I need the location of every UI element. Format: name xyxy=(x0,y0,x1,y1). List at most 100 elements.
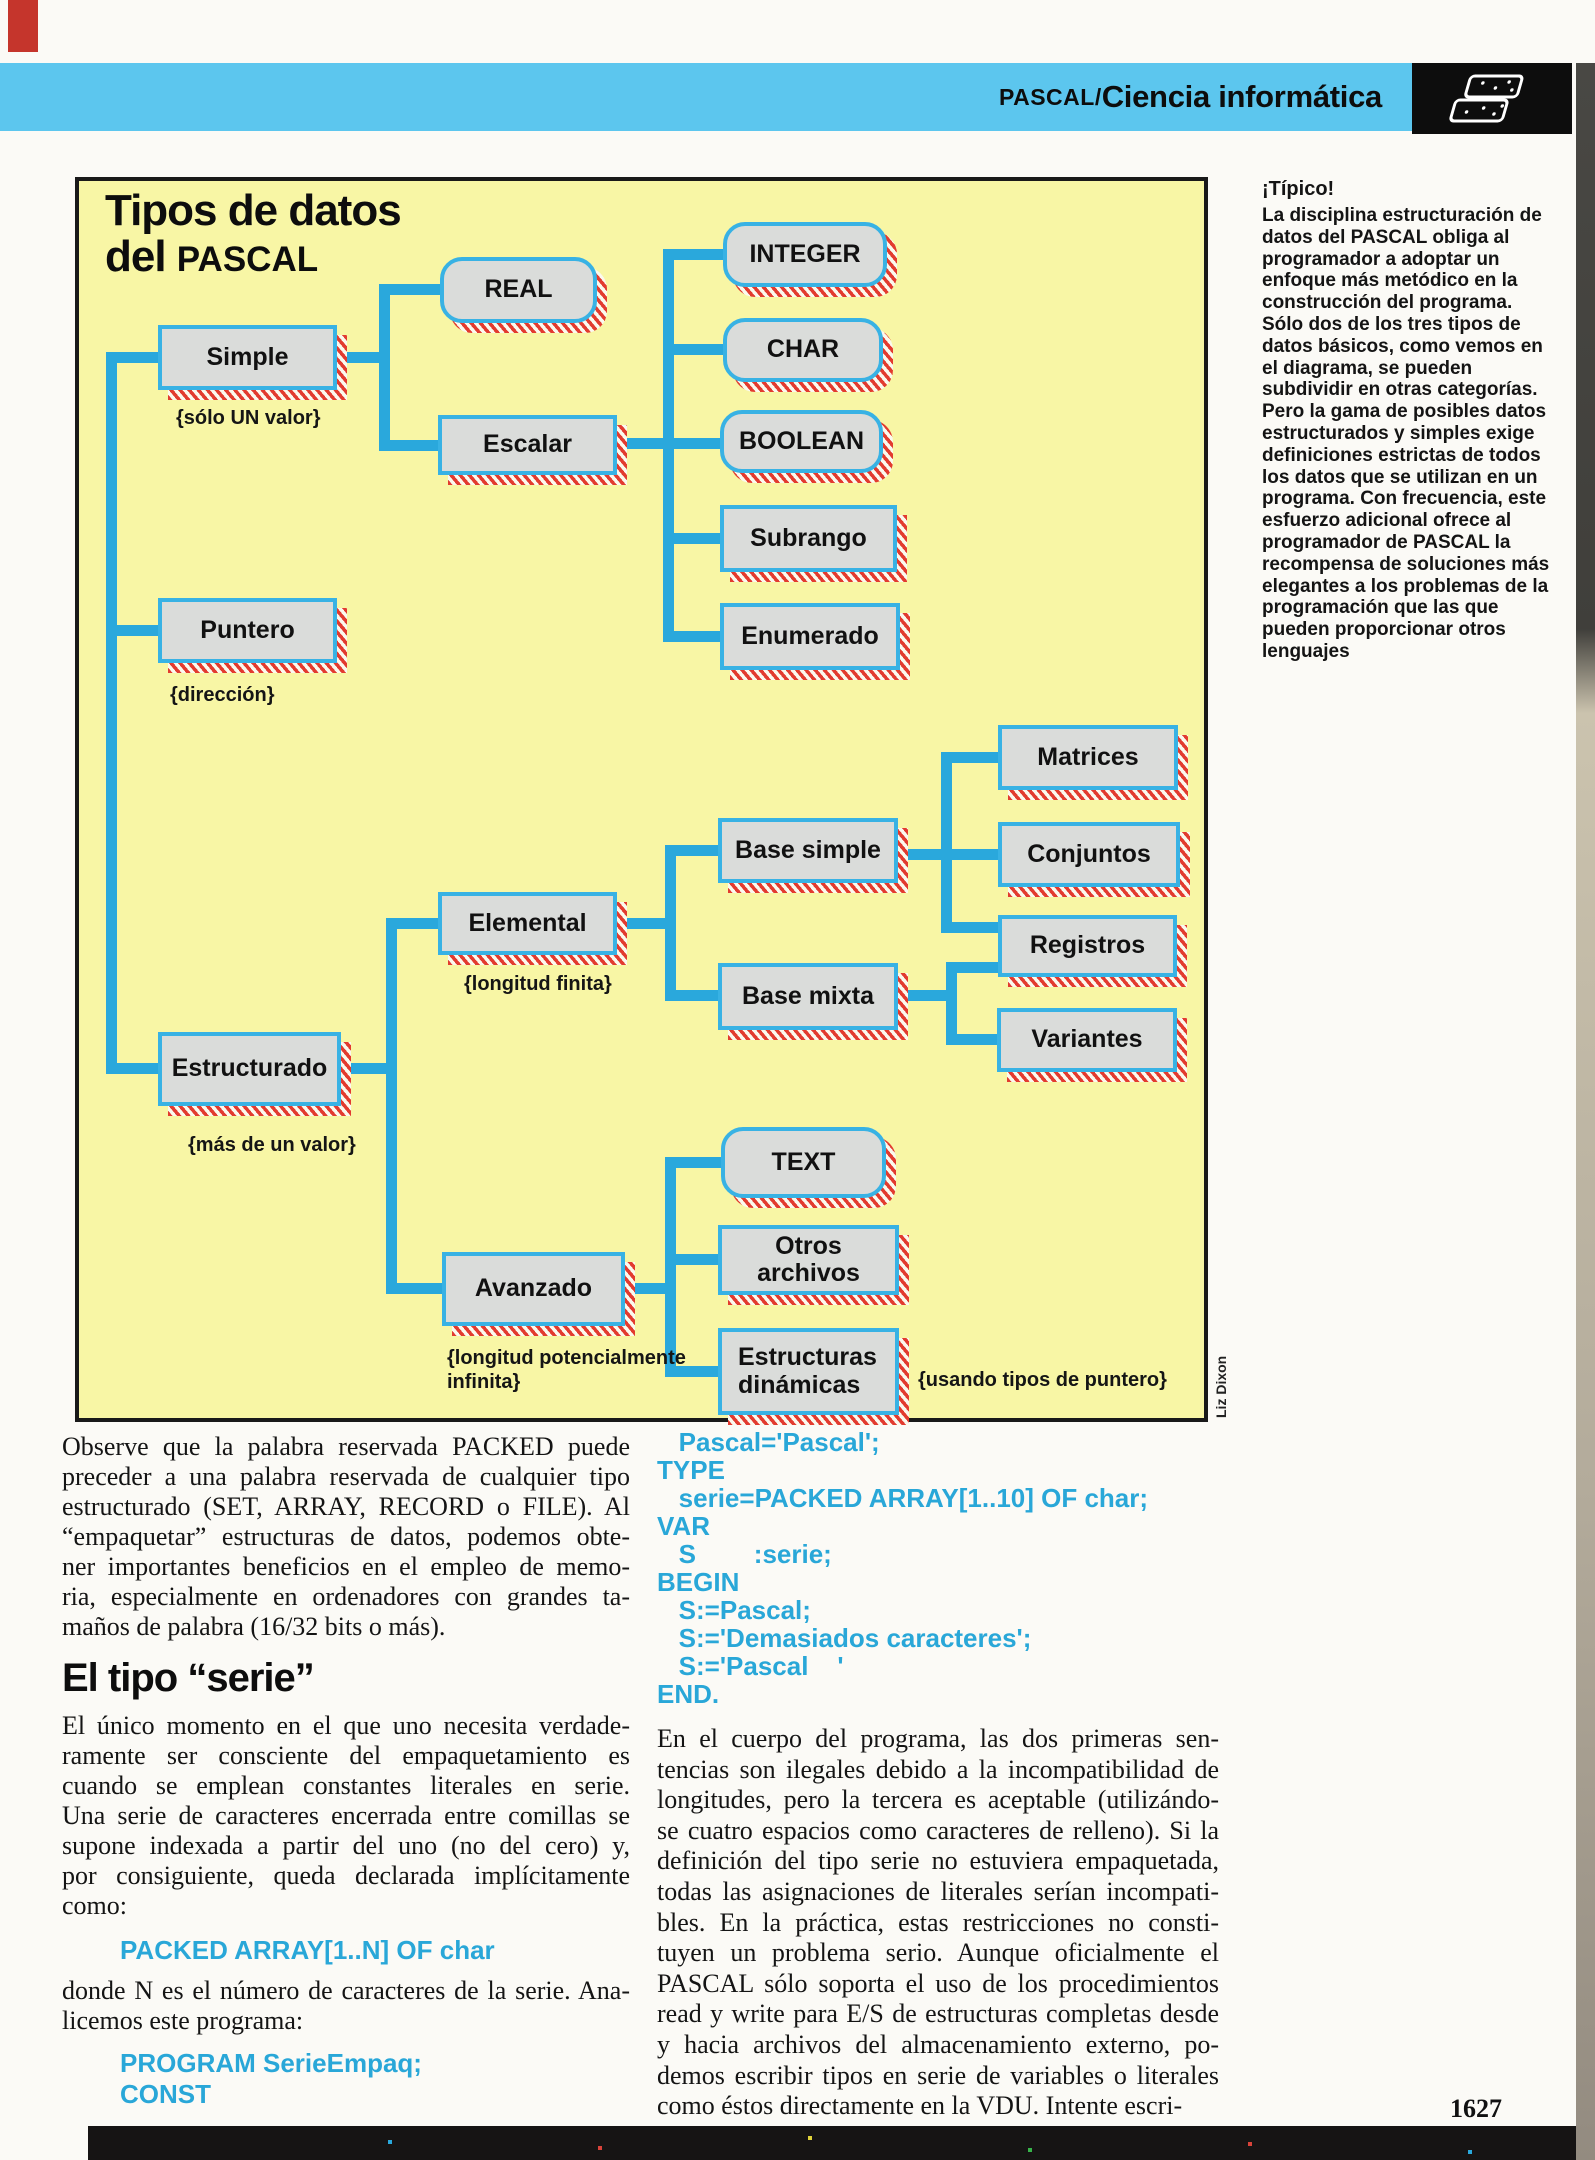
paragraph: En el cuerpo del programa, las dos prime… xyxy=(657,1724,1219,2090)
diagram-node-char: CHAR xyxy=(723,318,893,392)
section-icon-box xyxy=(1412,63,1572,134)
connector-line xyxy=(337,352,390,363)
header-band: PASCAL/Ciencia informática xyxy=(0,63,1412,131)
connector-line xyxy=(957,962,998,973)
diagram-node-integer: INTEGER xyxy=(723,222,897,297)
sidebar-heading: ¡Típico! xyxy=(1262,178,1335,200)
connector-line xyxy=(898,849,952,860)
diagram-node-elemental: Elemental xyxy=(438,892,627,965)
diagram-node-base-mixta: Base mixta xyxy=(718,963,908,1040)
diagram-title-line1: Tipos de datos xyxy=(105,186,402,235)
page-number: 1627 xyxy=(1450,2094,1502,2123)
diagram-node-puntero: Puntero xyxy=(158,598,347,673)
connector-line xyxy=(898,990,957,1001)
connector-line xyxy=(676,1157,721,1168)
diagram-node-escalar: Escalar xyxy=(438,415,627,485)
diagram-node-real: REAL xyxy=(440,257,607,333)
paragraph-last-line: como: xyxy=(62,1891,127,1920)
connector-line xyxy=(957,1034,997,1045)
node-label: Puntero xyxy=(158,598,337,663)
connector-line xyxy=(674,344,723,355)
stacked-disks-icon xyxy=(1449,74,1524,122)
connector-line xyxy=(946,962,957,1045)
diagram-annotation-longitud-finita: {longitud finita} xyxy=(464,973,612,995)
diagram-node-estructuras-dinamicas: Estructuras dinámicas xyxy=(718,1328,909,1425)
article-column-left: Observe que la palabra reservada PACKED … xyxy=(62,1432,630,2110)
node-label: INTEGER xyxy=(723,222,887,287)
diagram-node-estructurado: Estructurado xyxy=(158,1032,351,1116)
connector-line xyxy=(397,1283,442,1294)
connector-line xyxy=(676,845,718,856)
node-label: Base mixta xyxy=(718,963,898,1030)
connector-line xyxy=(674,631,720,642)
node-label: Enumerado xyxy=(720,603,900,670)
header-section-label: PASCAL/ xyxy=(998,83,1102,110)
corner-red-mark xyxy=(8,0,38,52)
connector-line xyxy=(106,625,158,636)
diagram-node-variantes: Variantes xyxy=(997,1008,1187,1082)
diagram-node-enumerado: Enumerado xyxy=(720,603,910,680)
diagram-node-text: TEXT xyxy=(721,1127,896,1208)
connector-line xyxy=(379,284,390,451)
node-label: Estructurado xyxy=(158,1032,341,1106)
node-label: Subrango xyxy=(720,505,897,572)
node-label: Base simple xyxy=(718,818,898,883)
connector-line xyxy=(379,440,438,451)
paragraph: donde N es el número de caracteres de la… xyxy=(62,1976,630,2005)
sidebar-note: ¡Típico! La disciplina estructuración de… xyxy=(1262,178,1592,663)
diagram-node-base-simple: Base simple xyxy=(718,818,908,893)
diagram-node-simple: Simple xyxy=(158,325,347,400)
node-label: Escalar xyxy=(438,415,617,475)
diagram-node-otros-archivos: Otros archivos xyxy=(718,1225,909,1305)
header-title: Ciencia informática xyxy=(1101,79,1383,114)
code-listing-program: PROGRAM SerieEmpaq; CONST xyxy=(120,2048,422,2109)
connector-line xyxy=(676,990,718,1001)
node-label: CHAR xyxy=(723,318,883,382)
node-label: Avanzado xyxy=(442,1252,625,1326)
node-label: Matrices xyxy=(998,725,1178,790)
node-label: Conjuntos xyxy=(998,822,1180,887)
paragraph-last-line: como éstos directamente en la VDU. Inten… xyxy=(657,2091,1183,2121)
diagram-annotation-longitud-infinita: {longitud potencialmente infinita} xyxy=(447,1347,686,1393)
connector-line xyxy=(676,1366,718,1377)
diagram-node-matrices: Matrices xyxy=(998,725,1188,800)
page-edge-strip xyxy=(1576,63,1595,2160)
sidebar-body: La disciplina estructuración de datos de… xyxy=(1262,205,1550,662)
connector-line xyxy=(952,849,998,860)
diagram-node-conjuntos: Conjuntos xyxy=(998,822,1190,897)
connector-line xyxy=(617,438,674,449)
connector-line xyxy=(106,352,117,1074)
bottom-scan-band xyxy=(88,2126,1595,2160)
illustrator-credit: Liz Dixon xyxy=(1213,1355,1229,1418)
node-label: Elemental xyxy=(438,892,617,955)
node-label: Otros archivos xyxy=(718,1225,899,1295)
code-listing-inline: PACKED ARRAY[1..N] OF char xyxy=(120,1935,495,1965)
connector-line xyxy=(617,918,676,929)
node-label: Registros xyxy=(998,915,1177,977)
connector-line xyxy=(952,752,998,763)
paragraph-last-line: licemos este programa: xyxy=(62,2006,304,2035)
node-label: Estructuras dinámicas xyxy=(718,1328,899,1415)
diagram-annotation-solo-un-valor: {sólo UN valor} xyxy=(176,407,321,429)
node-label: REAL xyxy=(440,257,597,323)
connector-line xyxy=(665,1157,676,1377)
header-text: PASCAL/Ciencia informática xyxy=(999,63,1382,131)
connector-line xyxy=(386,918,397,1294)
code-listing-block: Pascal='Pascal'; TYPE serie=PACKED ARRAY… xyxy=(657,1427,1149,1709)
connector-line xyxy=(663,249,674,642)
connector-line xyxy=(665,845,676,1001)
connector-line xyxy=(941,752,952,933)
connector-line xyxy=(625,1283,676,1294)
node-label: Simple xyxy=(158,325,337,390)
diagram-node-registros: Registros xyxy=(998,915,1187,987)
diagram-node-avanzado: Avanzado xyxy=(442,1252,635,1336)
connector-line xyxy=(341,1063,397,1074)
diagram-title: Tipos de datos del PASCAL xyxy=(105,186,402,280)
connector-line xyxy=(106,352,158,363)
diagram-node-subrango: Subrango xyxy=(720,505,907,582)
article-column-right: Pascal='Pascal'; TYPE serie=PACKED ARRAY… xyxy=(657,1428,1219,2122)
connector-line xyxy=(952,922,998,933)
node-label: TEXT xyxy=(721,1127,886,1198)
connector-line xyxy=(674,438,720,449)
